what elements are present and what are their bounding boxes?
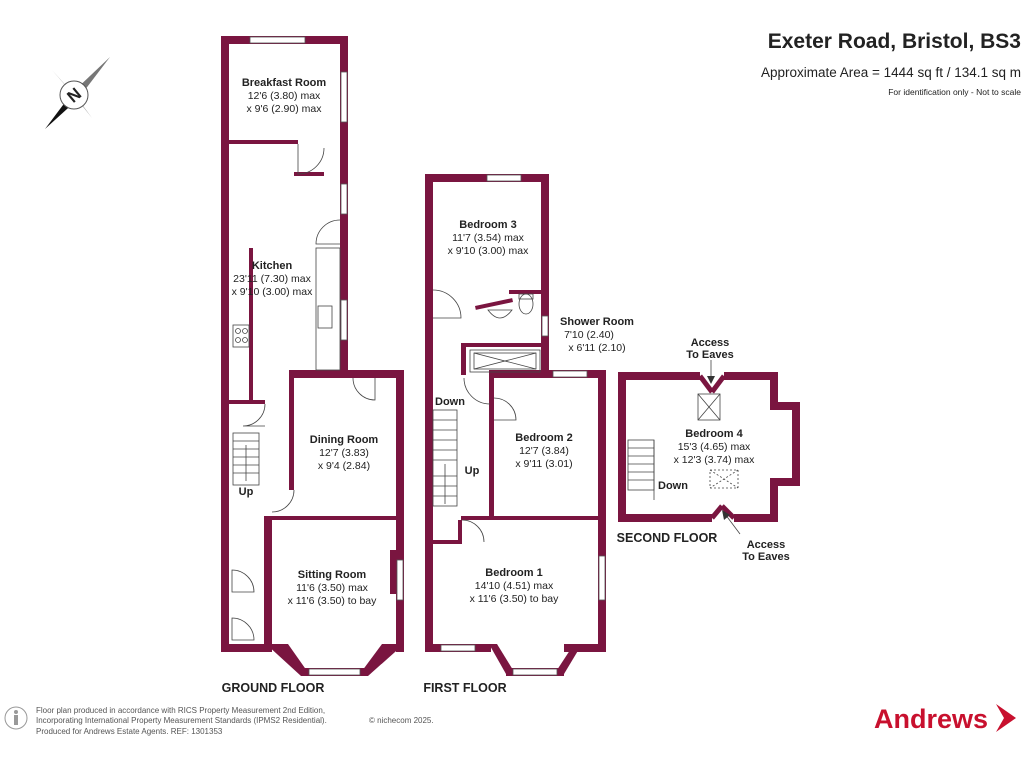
eaves-access-top-line-1: Access <box>691 337 730 349</box>
eaves-access-bottom-line-1: Access <box>747 539 786 551</box>
footer-line-3: Produced for Andrews Estate Agents. REF:… <box>36 727 223 736</box>
dining-room-dimension-1: 12'7 (3.83) <box>319 447 369 459</box>
first-stairs-down-label: Down <box>435 396 465 408</box>
bedroom-2-name: Bedroom 2 <box>515 432 572 444</box>
breakfast-room-dimension-1: 12'6 (3.80) max <box>248 90 321 102</box>
first-stairs-up-label: Up <box>465 465 480 477</box>
andrews-logo: Andrews <box>874 704 1016 734</box>
second-stairs-down-label: Down <box>658 480 688 492</box>
bedroom-3-dimension-2: x 9'10 (3.00) max <box>448 245 530 257</box>
kitchen-dimension-2: x 9'10 (3.00) max <box>232 286 314 298</box>
bedroom-4-name: Bedroom 4 <box>685 428 743 440</box>
eaves-access-bottom-line-2: To Eaves <box>742 551 790 563</box>
person-scale-icon <box>4 706 28 730</box>
sitting-room-dimension-1: 11'6 (3.50) max <box>296 582 369 594</box>
approximate-area: Approximate Area = 1444 sq ft / 134.1 sq… <box>761 65 1021 80</box>
kitchen-dimension-1: 23'11 (7.30) max <box>233 273 311 285</box>
bedroom-4-dimension-2: x 12'3 (3.74) max <box>674 454 756 466</box>
andrews-chevron-icon <box>996 704 1016 732</box>
property-title: Exeter Road, Bristol, BS3 <box>768 30 1021 53</box>
footer-line-2: Incorporating International Property Mea… <box>36 716 327 725</box>
compass-icon: N <box>45 57 110 129</box>
dining-room-dimension-2: x 9'4 (2.84) <box>318 460 370 472</box>
bedroom-1-dimension-2: x 11'6 (3.50) to bay <box>470 593 560 605</box>
eaves-access-top-line-2: To Eaves <box>686 349 734 361</box>
bedroom-3-name: Bedroom 3 <box>459 219 516 231</box>
kitchen-name: Kitchen <box>252 260 293 272</box>
first-floor-label: FIRST FLOOR <box>423 681 506 695</box>
andrews-logo-text: Andrews <box>874 704 988 734</box>
sitting-room-dimension-2: x 11'6 (3.50) to bay <box>288 595 378 607</box>
bedroom-4-dimension-1: 15'3 (4.65) max <box>678 441 751 453</box>
ground-floor-label: GROUND FLOOR <box>222 681 325 695</box>
bedroom-1-name: Bedroom 1 <box>485 567 542 579</box>
second-floor-label: SECOND FLOOR <box>617 531 718 545</box>
footer-line-1: Floor plan produced in accordance with R… <box>36 706 325 715</box>
bedroom-2-dimension-2: x 9'11 (3.01) <box>515 458 572 470</box>
scale-note: For identification only - Not to scale <box>888 87 1021 97</box>
bedroom-2-dimension-1: 12'7 (3.84) <box>519 445 569 457</box>
ground-stairs-up-label: Up <box>239 486 254 498</box>
breakfast-room-dimension-2: x 9'6 (2.90) max <box>247 103 323 115</box>
first-floor-plan: Down Up <box>425 174 606 676</box>
second-floor-plan: Down <box>618 360 800 535</box>
bedroom-1-dimension-1: 14'10 (4.51) max <box>475 580 554 592</box>
footer-copyright: © nichecom 2025. <box>369 716 434 725</box>
shower-room-dimension-1: 7'10 (2.40) <box>564 329 614 341</box>
breakfast-room-name: Breakfast Room <box>242 77 327 89</box>
ground-floor-plan: Up <box>221 36 404 676</box>
bedroom-3-dimension-1: 11'7 (3.54) max <box>452 232 525 244</box>
shower-room-dimension-2: x 6'11 (2.10) <box>568 342 625 354</box>
shower-room-name: Shower Room <box>560 316 634 328</box>
dining-room-name: Dining Room <box>310 434 379 446</box>
sitting-room-name: Sitting Room <box>298 569 367 581</box>
